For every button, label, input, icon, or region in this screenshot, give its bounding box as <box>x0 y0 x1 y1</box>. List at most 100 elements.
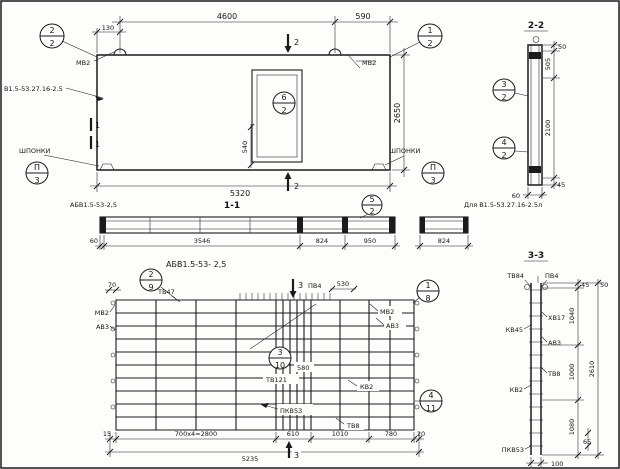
ticks-bottom <box>524 191 546 199</box>
callout-2: 2 9 <box>139 268 177 300</box>
label-kv45: КВ45 <box>506 326 523 334</box>
ext-lines-b <box>109 443 420 457</box>
leader-line <box>160 286 177 300</box>
dim-20: 20 <box>417 430 425 438</box>
plan-ticks-right <box>400 51 408 174</box>
dim-60: 60 <box>512 192 520 200</box>
label-hv17: ХВ17 <box>548 314 565 322</box>
ticks-70 <box>105 286 120 294</box>
arrow-up-icon <box>284 172 292 179</box>
dim-2800: 700х4=2800 <box>175 430 217 438</box>
dim-45: 45 <box>581 281 589 289</box>
dim-2650: 2650 <box>393 103 402 123</box>
dim-5235: 5235 <box>242 455 259 463</box>
label-shponki-left: ШПОНКИ <box>19 147 50 155</box>
dim-540: 540 <box>241 141 249 153</box>
callout-sheet: 11 <box>426 404 436 413</box>
section-mark-2-bottom: 2 <box>284 172 299 191</box>
bar-end-hooks <box>110 300 420 410</box>
section-1-label: 1 <box>95 121 100 130</box>
ticks-65 <box>584 429 592 450</box>
section-1-label: 1 <box>95 140 100 149</box>
key-notches <box>99 163 387 171</box>
solid-zone-top <box>529 52 541 59</box>
dim-824: 824 <box>316 237 328 245</box>
callout-door: 6 2 <box>272 91 296 115</box>
section-2-2-view: 2-2 50 505 2100 45 60 3 2 4 2 <box>492 21 566 200</box>
arrow-up-icon <box>285 441 293 448</box>
ext-lines <box>99 235 396 250</box>
section-mark-2-top: 2 <box>284 34 299 53</box>
callout-top-left: 2 2 <box>39 23 98 58</box>
ext-lines <box>542 282 604 456</box>
hook-icon <box>542 284 548 290</box>
dim-950: 950 <box>364 237 376 245</box>
callout-num: 3 <box>277 348 282 357</box>
callout-sheet: 8 <box>425 294 430 303</box>
leader-line <box>109 325 116 331</box>
label-av3: АВ3 <box>548 339 561 347</box>
dim-1010: 1010 <box>332 430 349 438</box>
label-tv84: ТВ84 <box>506 272 524 280</box>
leader-line <box>335 417 345 425</box>
label-kv2: КВ2 <box>510 386 523 394</box>
callout-num: П <box>430 163 436 172</box>
leader-line <box>375 317 385 326</box>
section-3-3-view: 3-3 ТВ84 ПВ4 ХВ17 КВ45 АВ3 ТВ8 КВ2 ПКВ53… <box>502 251 609 468</box>
plan-ticks-bottom <box>93 182 394 190</box>
callout-num: 4 <box>501 138 506 147</box>
solid-end <box>463 217 468 233</box>
callout-sheet: 10 <box>275 361 285 370</box>
solid-end-right <box>389 217 395 233</box>
lifting-loop-icon <box>532 36 540 43</box>
label-mv2-right: МВ2 <box>362 59 376 67</box>
leader-line <box>524 445 532 450</box>
callout-3: 3 2 <box>492 78 529 102</box>
label-backing <box>294 362 314 372</box>
plan-ticks-130 <box>93 28 124 36</box>
label-tv47: ТВ47 <box>157 288 175 296</box>
dim-100: 100 <box>551 460 563 468</box>
section-mark-1: 1 1 <box>89 118 100 149</box>
leader-line <box>43 154 100 167</box>
dim-1040: 1040 <box>568 308 576 325</box>
dim-65: 65 <box>583 438 591 446</box>
member-outline <box>527 44 543 186</box>
label-pv4: ПВ4 <box>308 282 321 290</box>
dim-610: 610 <box>287 430 299 438</box>
leader-line <box>524 279 532 288</box>
dim-3546: 3546 <box>194 237 211 245</box>
bar-outline <box>99 216 396 234</box>
section-title: 3-3 <box>528 251 544 261</box>
callout-sheet: 3 <box>430 176 435 185</box>
label-backing <box>292 450 301 459</box>
callout-num: 1 <box>427 26 432 35</box>
leader-line <box>61 40 98 58</box>
dim-4600: 4600 <box>217 12 237 21</box>
callout-1: 1 8 <box>412 279 440 304</box>
dim-50: 50 <box>558 43 566 51</box>
callout-sheet: 2 <box>281 106 286 115</box>
door-opening-outer <box>251 69 303 163</box>
callout-sheet: 2 <box>49 39 54 48</box>
label-shponki-right: ШПОНКИ <box>389 147 420 155</box>
dim-45: 45 <box>557 181 565 189</box>
dim-2610: 2610 <box>588 361 596 378</box>
ext-lines-a <box>109 432 420 443</box>
leader-line <box>389 41 421 58</box>
dim-580: 580 <box>297 364 309 372</box>
variant-bar-outline <box>419 216 469 234</box>
callout-num: П <box>34 163 40 172</box>
callout-5: 5 2 <box>359 194 383 219</box>
ext-bottom <box>527 187 543 199</box>
rib-lines <box>149 217 251 233</box>
arrowhead-icon <box>260 403 269 408</box>
cage-rungs <box>529 289 543 447</box>
callout-num: 6 <box>281 93 286 102</box>
callout-num: 2 <box>49 26 54 35</box>
leader-line <box>65 87 104 99</box>
callout-sheet: 2 <box>501 93 506 102</box>
door-frame-bar-stubs <box>239 293 331 300</box>
